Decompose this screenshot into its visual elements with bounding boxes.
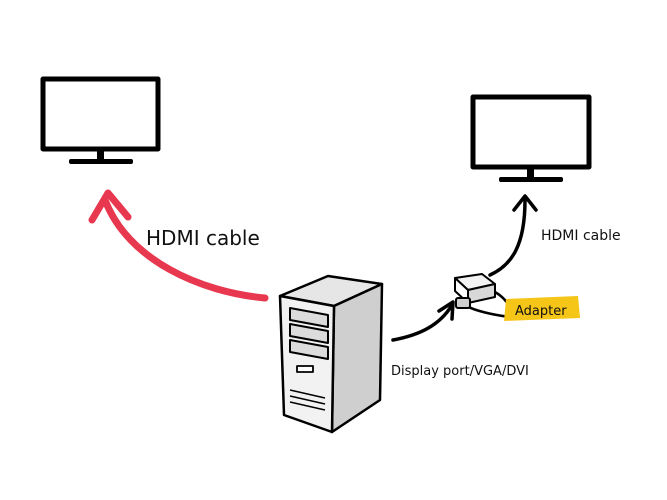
right-cable-label: HDMI cable xyxy=(541,228,621,244)
adapter-label: Adapter xyxy=(515,304,567,319)
computer-to-adapter-arrow xyxy=(391,300,455,342)
left-cable-label: HDMI cable xyxy=(146,226,260,250)
right-monitor xyxy=(470,94,592,182)
computer-output-label: Display port/VGA/DVI xyxy=(391,364,529,379)
adapter-tag: Adapter xyxy=(504,296,580,321)
adapter-device xyxy=(454,273,521,320)
left-monitor xyxy=(40,76,161,164)
computer-tower xyxy=(278,274,384,434)
left-hdmi-arrow xyxy=(88,189,269,302)
adapter-to-monitor-arrow xyxy=(488,194,538,277)
